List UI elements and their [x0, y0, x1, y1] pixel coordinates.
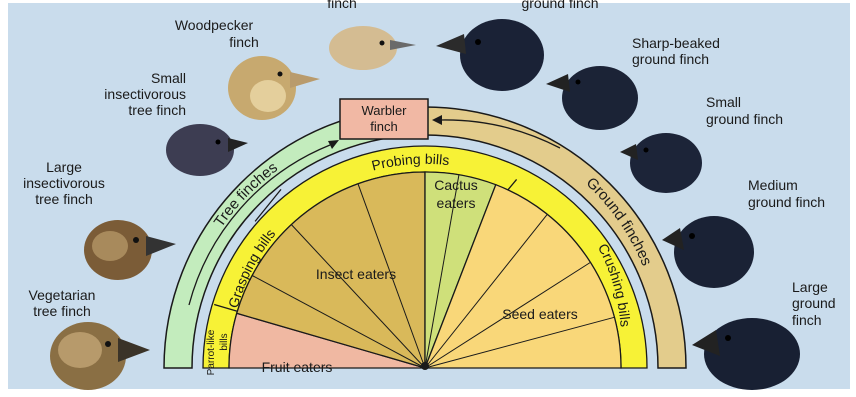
sharp-beaked-label-line2: ground finch: [632, 51, 709, 67]
warbler-finch-head: [329, 26, 397, 70]
warbler-finch-label-line1: Warbler: [361, 103, 407, 118]
sharp-beaked-label-line1: Sharp-beaked: [632, 35, 720, 51]
woodpecker-finch-eye: [278, 72, 283, 77]
left-border: [0, 0, 8, 397]
parrot-like-bills-label: Parrot-like: [206, 329, 217, 375]
large-insectivorous-label-line2: insectivorous: [23, 175, 105, 191]
center-point: [421, 362, 429, 370]
woodpecker-label-line1: Woodpecker: [175, 17, 254, 33]
seed-eaters-label: Seed eaters: [502, 306, 578, 322]
large-ground-label-line1: Large: [792, 279, 828, 295]
vegetarian-label-line2: tree finch: [33, 303, 91, 319]
sharp-beaked-finch-head: [562, 66, 638, 130]
vegetarian-label-line1: Vegetarian: [29, 287, 96, 303]
warbler-finch-eye: [380, 41, 385, 46]
warbler-finch-label-line2: finch: [370, 119, 397, 134]
sharp-beaked-finch-eye: [576, 80, 581, 85]
medium-ground-finch-eye: [689, 233, 695, 239]
medium-ground-label-line1: Medium: [748, 177, 798, 193]
woodpecker-finch-cheek: [250, 80, 286, 112]
top-ground-finch-head: [460, 19, 544, 91]
cactus-eaters-label-line2: eaters: [437, 195, 476, 211]
large-insectivorous-label-line1: Large: [46, 159, 82, 175]
large-ground-finch-eye: [725, 335, 731, 341]
large-insectivorous-label-line3: tree finch: [35, 191, 93, 207]
cactus-eaters-label-line1: Cactus: [434, 177, 478, 193]
large-insectivorous-finch-cheek: [92, 231, 128, 261]
insect-eaters-label: Insect eaters: [316, 266, 396, 282]
woodpecker-label-line2: finch: [229, 34, 259, 50]
vegetarian-finch-eye: [105, 341, 111, 347]
right-border: [850, 0, 856, 397]
top-border: [0, 0, 856, 3]
fruit-eaters-label: Fruit eaters: [262, 359, 333, 375]
small-ground-label-line2: ground finch: [706, 111, 783, 127]
top-ground-finch-eye: [475, 39, 481, 45]
small-insectivorous-label-line1: Small: [151, 70, 186, 86]
small-insectivorous-finch-head: [166, 124, 234, 176]
small-ground-label-line1: Small: [706, 94, 741, 110]
small-insectivorous-label-line2: insectivorous: [104, 86, 186, 102]
small-ground-finch-eye: [644, 148, 649, 153]
bottom-border: [0, 389, 856, 397]
small-insectivorous-label-line3: tree finch: [128, 102, 186, 118]
large-ground-label-line2: ground: [792, 295, 836, 311]
large-insectivorous-finch-eye: [133, 237, 139, 243]
top-right-partial-label: ground finch: [521, 0, 598, 11]
parrot-like-bills-label-line2: bills: [219, 333, 230, 350]
medium-ground-finch-head: [674, 216, 754, 288]
vegetarian-finch-cheek: [58, 332, 102, 368]
top-partial-label: finch: [327, 0, 357, 11]
small-ground-finch-head: [630, 133, 702, 193]
large-ground-label-line3: finch: [792, 312, 822, 328]
small-insectivorous-finch-eye: [216, 140, 221, 145]
parrot-like-text: Parrot-like: [206, 329, 217, 375]
medium-ground-label-line2: ground finch: [748, 194, 825, 210]
